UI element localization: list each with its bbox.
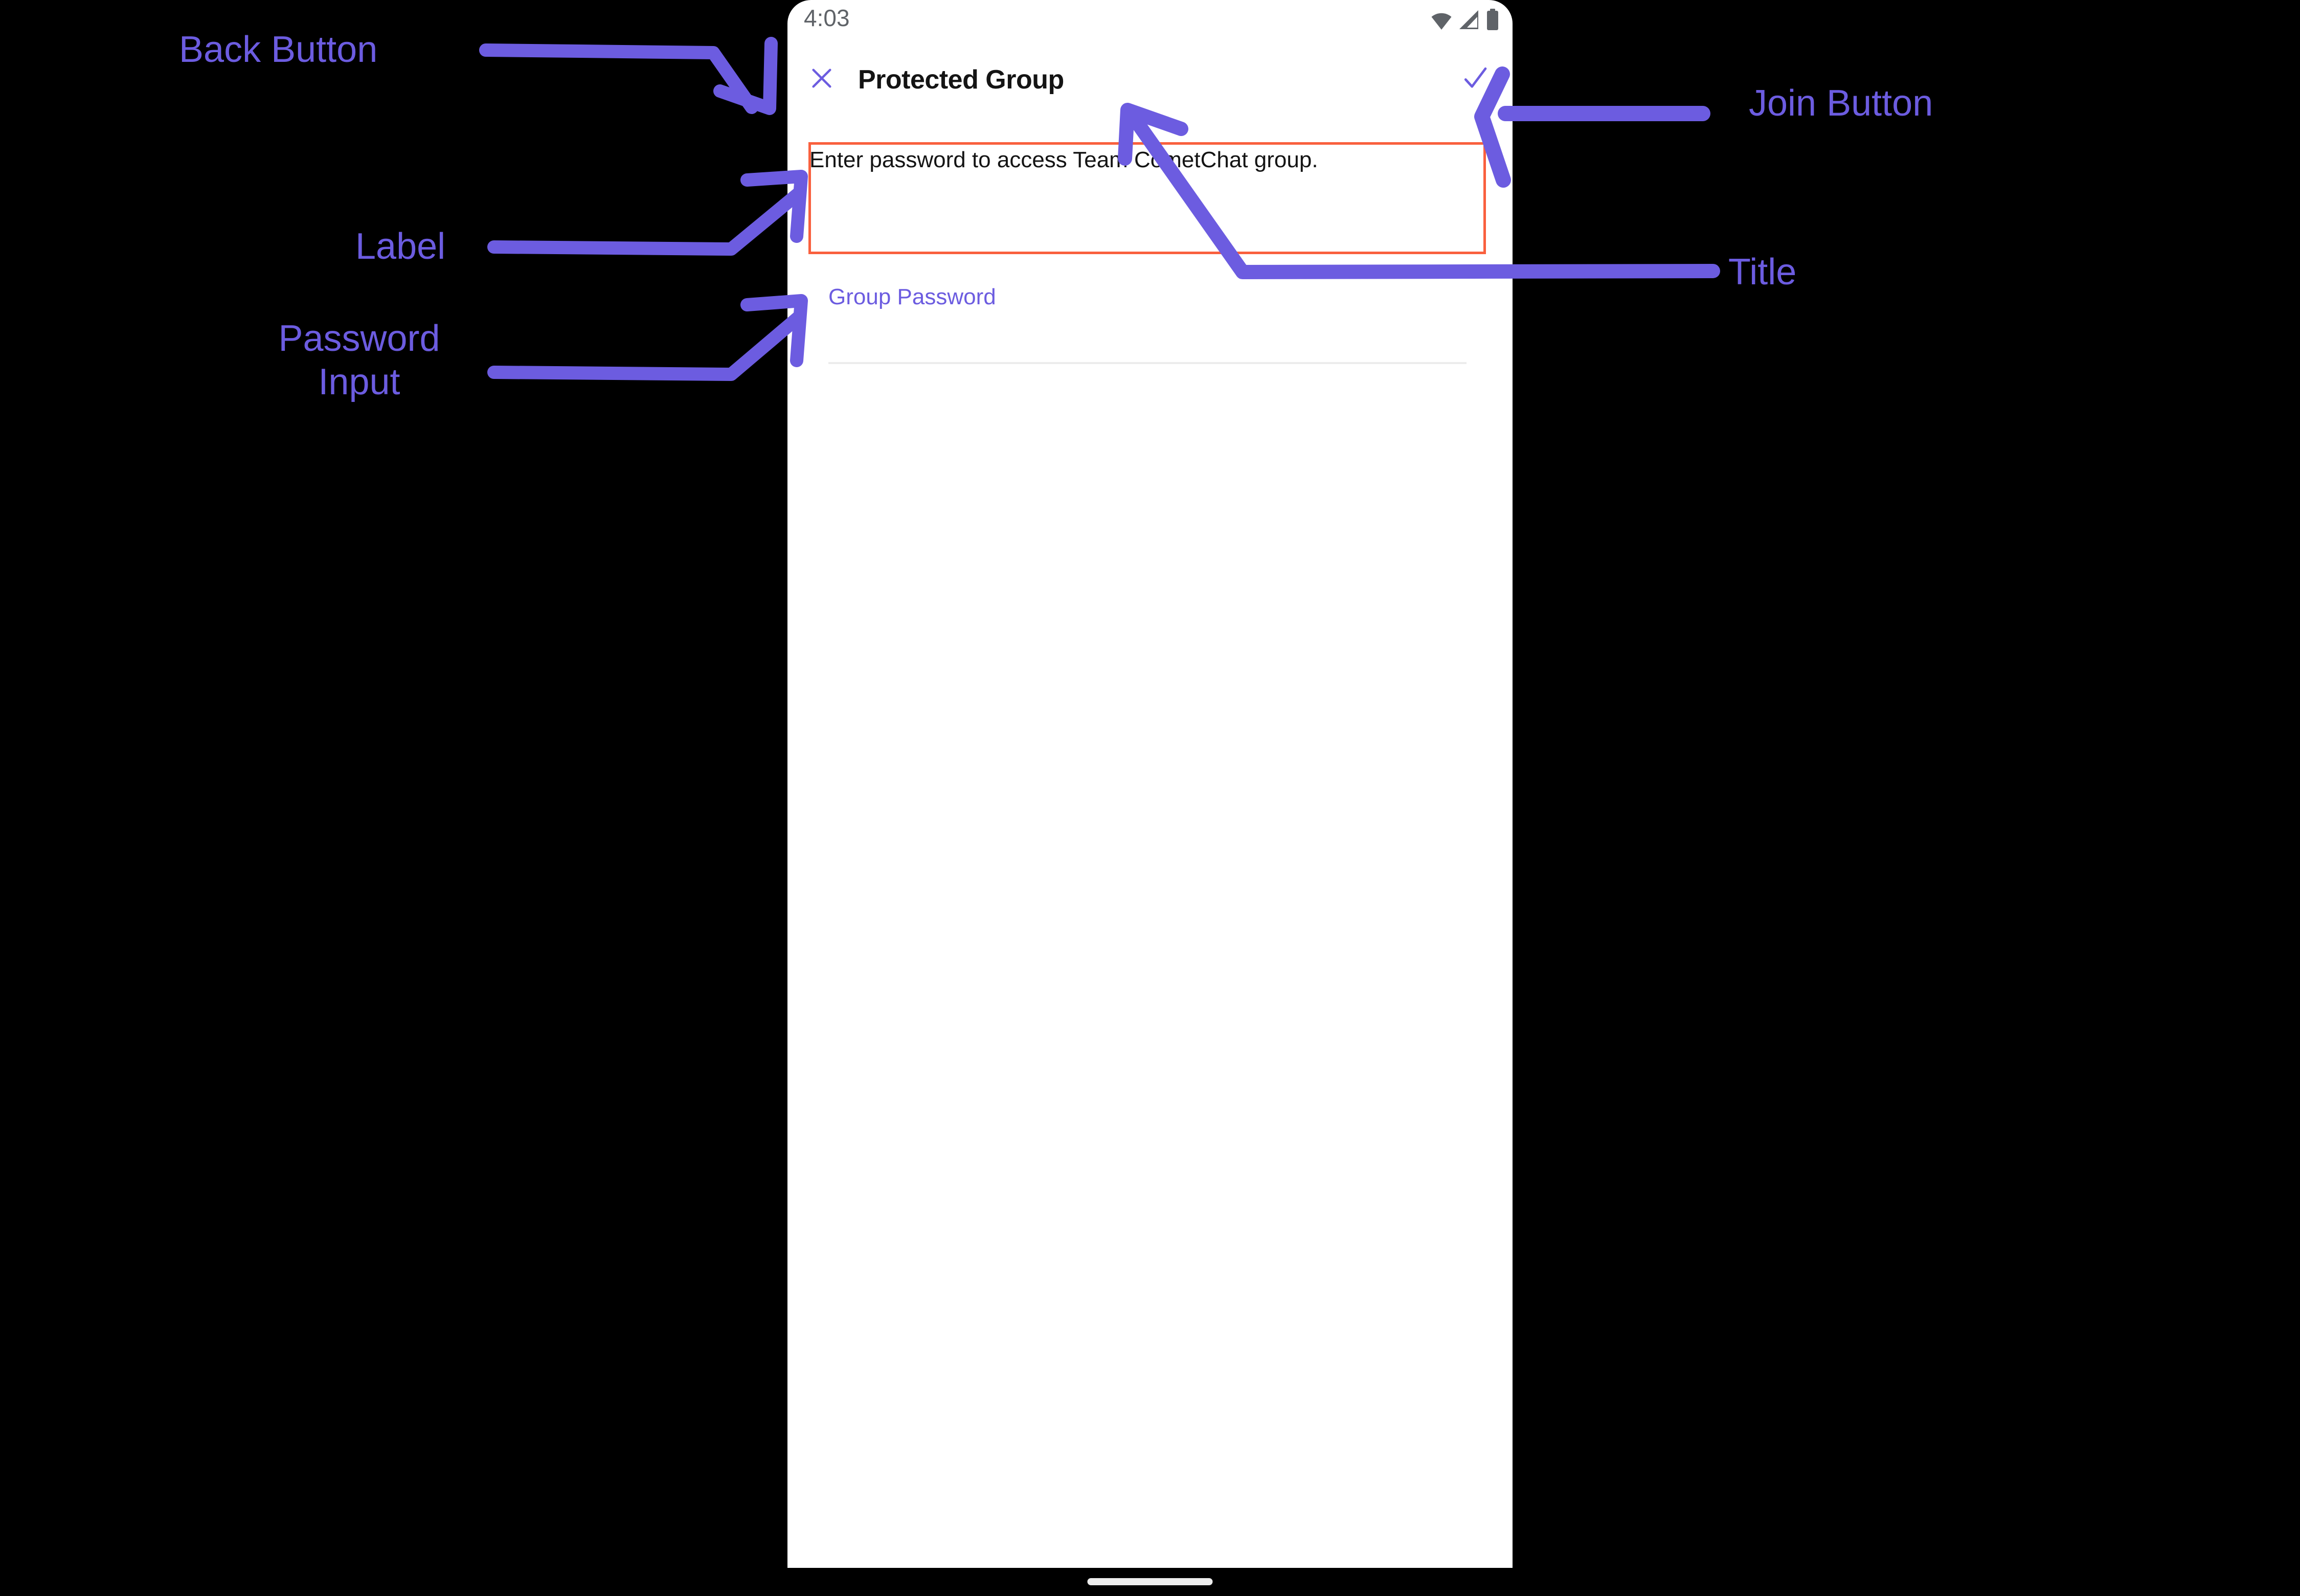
page-title: Protected Group bbox=[858, 65, 1064, 95]
signal-icon bbox=[1459, 10, 1479, 33]
wifi-icon bbox=[1431, 13, 1452, 33]
status-bar-clock: 4:03 bbox=[804, 5, 850, 31]
annotation-label-label: Label bbox=[355, 226, 446, 267]
status-bar-icons bbox=[1431, 7, 1499, 33]
home-gesture-bar[interactable] bbox=[1087, 1578, 1213, 1585]
group-password-label: Group Password bbox=[828, 284, 996, 309]
password-input[interactable] bbox=[828, 335, 1467, 364]
back-button[interactable] bbox=[804, 61, 840, 97]
annotation-label-title: Title bbox=[1728, 252, 1797, 293]
check-icon bbox=[1460, 63, 1491, 96]
join-button[interactable] bbox=[1456, 60, 1494, 98]
close-icon bbox=[807, 64, 836, 95]
phone-screen: 4:03 bbox=[787, 0, 1513, 1568]
annotation-arrow-label bbox=[487, 170, 808, 256]
app-bar: Protected Group bbox=[787, 50, 1513, 107]
status-bar: 4:03 bbox=[787, 0, 1513, 41]
password-field-block: Group Password bbox=[828, 284, 1467, 364]
navigation-bar bbox=[787, 1568, 1513, 1596]
annotation-arrow-back-button bbox=[479, 37, 778, 115]
annotation-arrow-password-input bbox=[487, 294, 808, 381]
password-description: Enter password to access Team CometChat … bbox=[809, 147, 1318, 172]
battery-icon bbox=[1486, 9, 1499, 33]
annotation-label-join-button: Join Button bbox=[1749, 83, 1933, 124]
annotation-label-back-button: Back Button bbox=[179, 29, 378, 70]
annotation-arrow-join-button bbox=[1474, 66, 1710, 188]
